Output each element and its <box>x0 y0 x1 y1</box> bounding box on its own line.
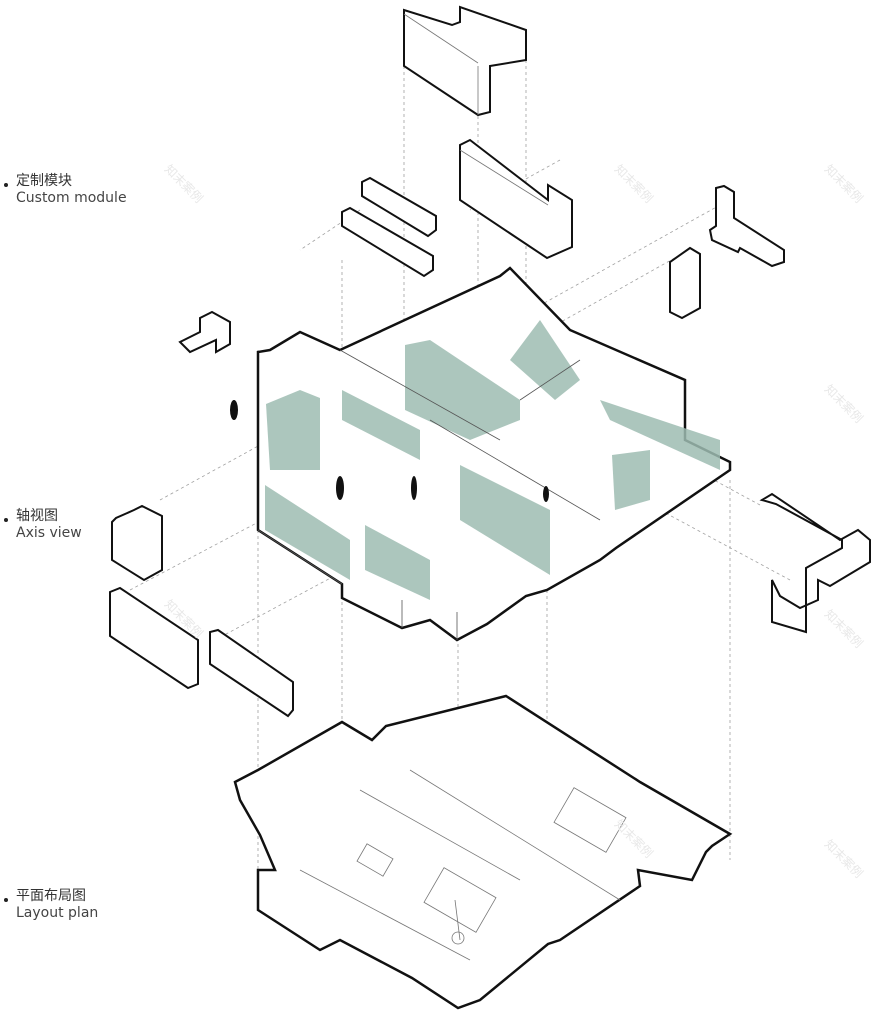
custom-module-right-shelf <box>669 246 701 320</box>
custom-module-small-left <box>178 310 231 354</box>
label-zh: 定制模块 <box>16 173 72 189</box>
custom-module-left-lower <box>109 504 294 718</box>
label-en: Axis view <box>16 525 82 541</box>
label-zh: 轴视图 <box>16 508 58 524</box>
bullet-icon <box>4 183 8 187</box>
layout-plan-floor <box>233 694 733 1010</box>
custom-module-tall-wardrobe <box>459 138 573 260</box>
axis-view-outline <box>256 266 732 642</box>
custom-module-right-l-shaped <box>708 184 785 268</box>
label-en: Layout plan <box>16 905 99 921</box>
custom-module-wall-cabinets <box>341 176 437 278</box>
layout-plan-outline <box>233 694 733 1010</box>
people-figures <box>230 400 549 502</box>
module-highlights <box>265 320 720 600</box>
bullet-icon <box>4 898 8 902</box>
axis-view-model <box>230 266 732 642</box>
label-en: Custom module <box>16 190 127 206</box>
custom-module-top-cabinet <box>403 5 527 117</box>
bullet-icon <box>4 518 8 522</box>
custom-module-right-lower <box>759 492 871 634</box>
label-zh: 平面布局图 <box>16 888 86 904</box>
